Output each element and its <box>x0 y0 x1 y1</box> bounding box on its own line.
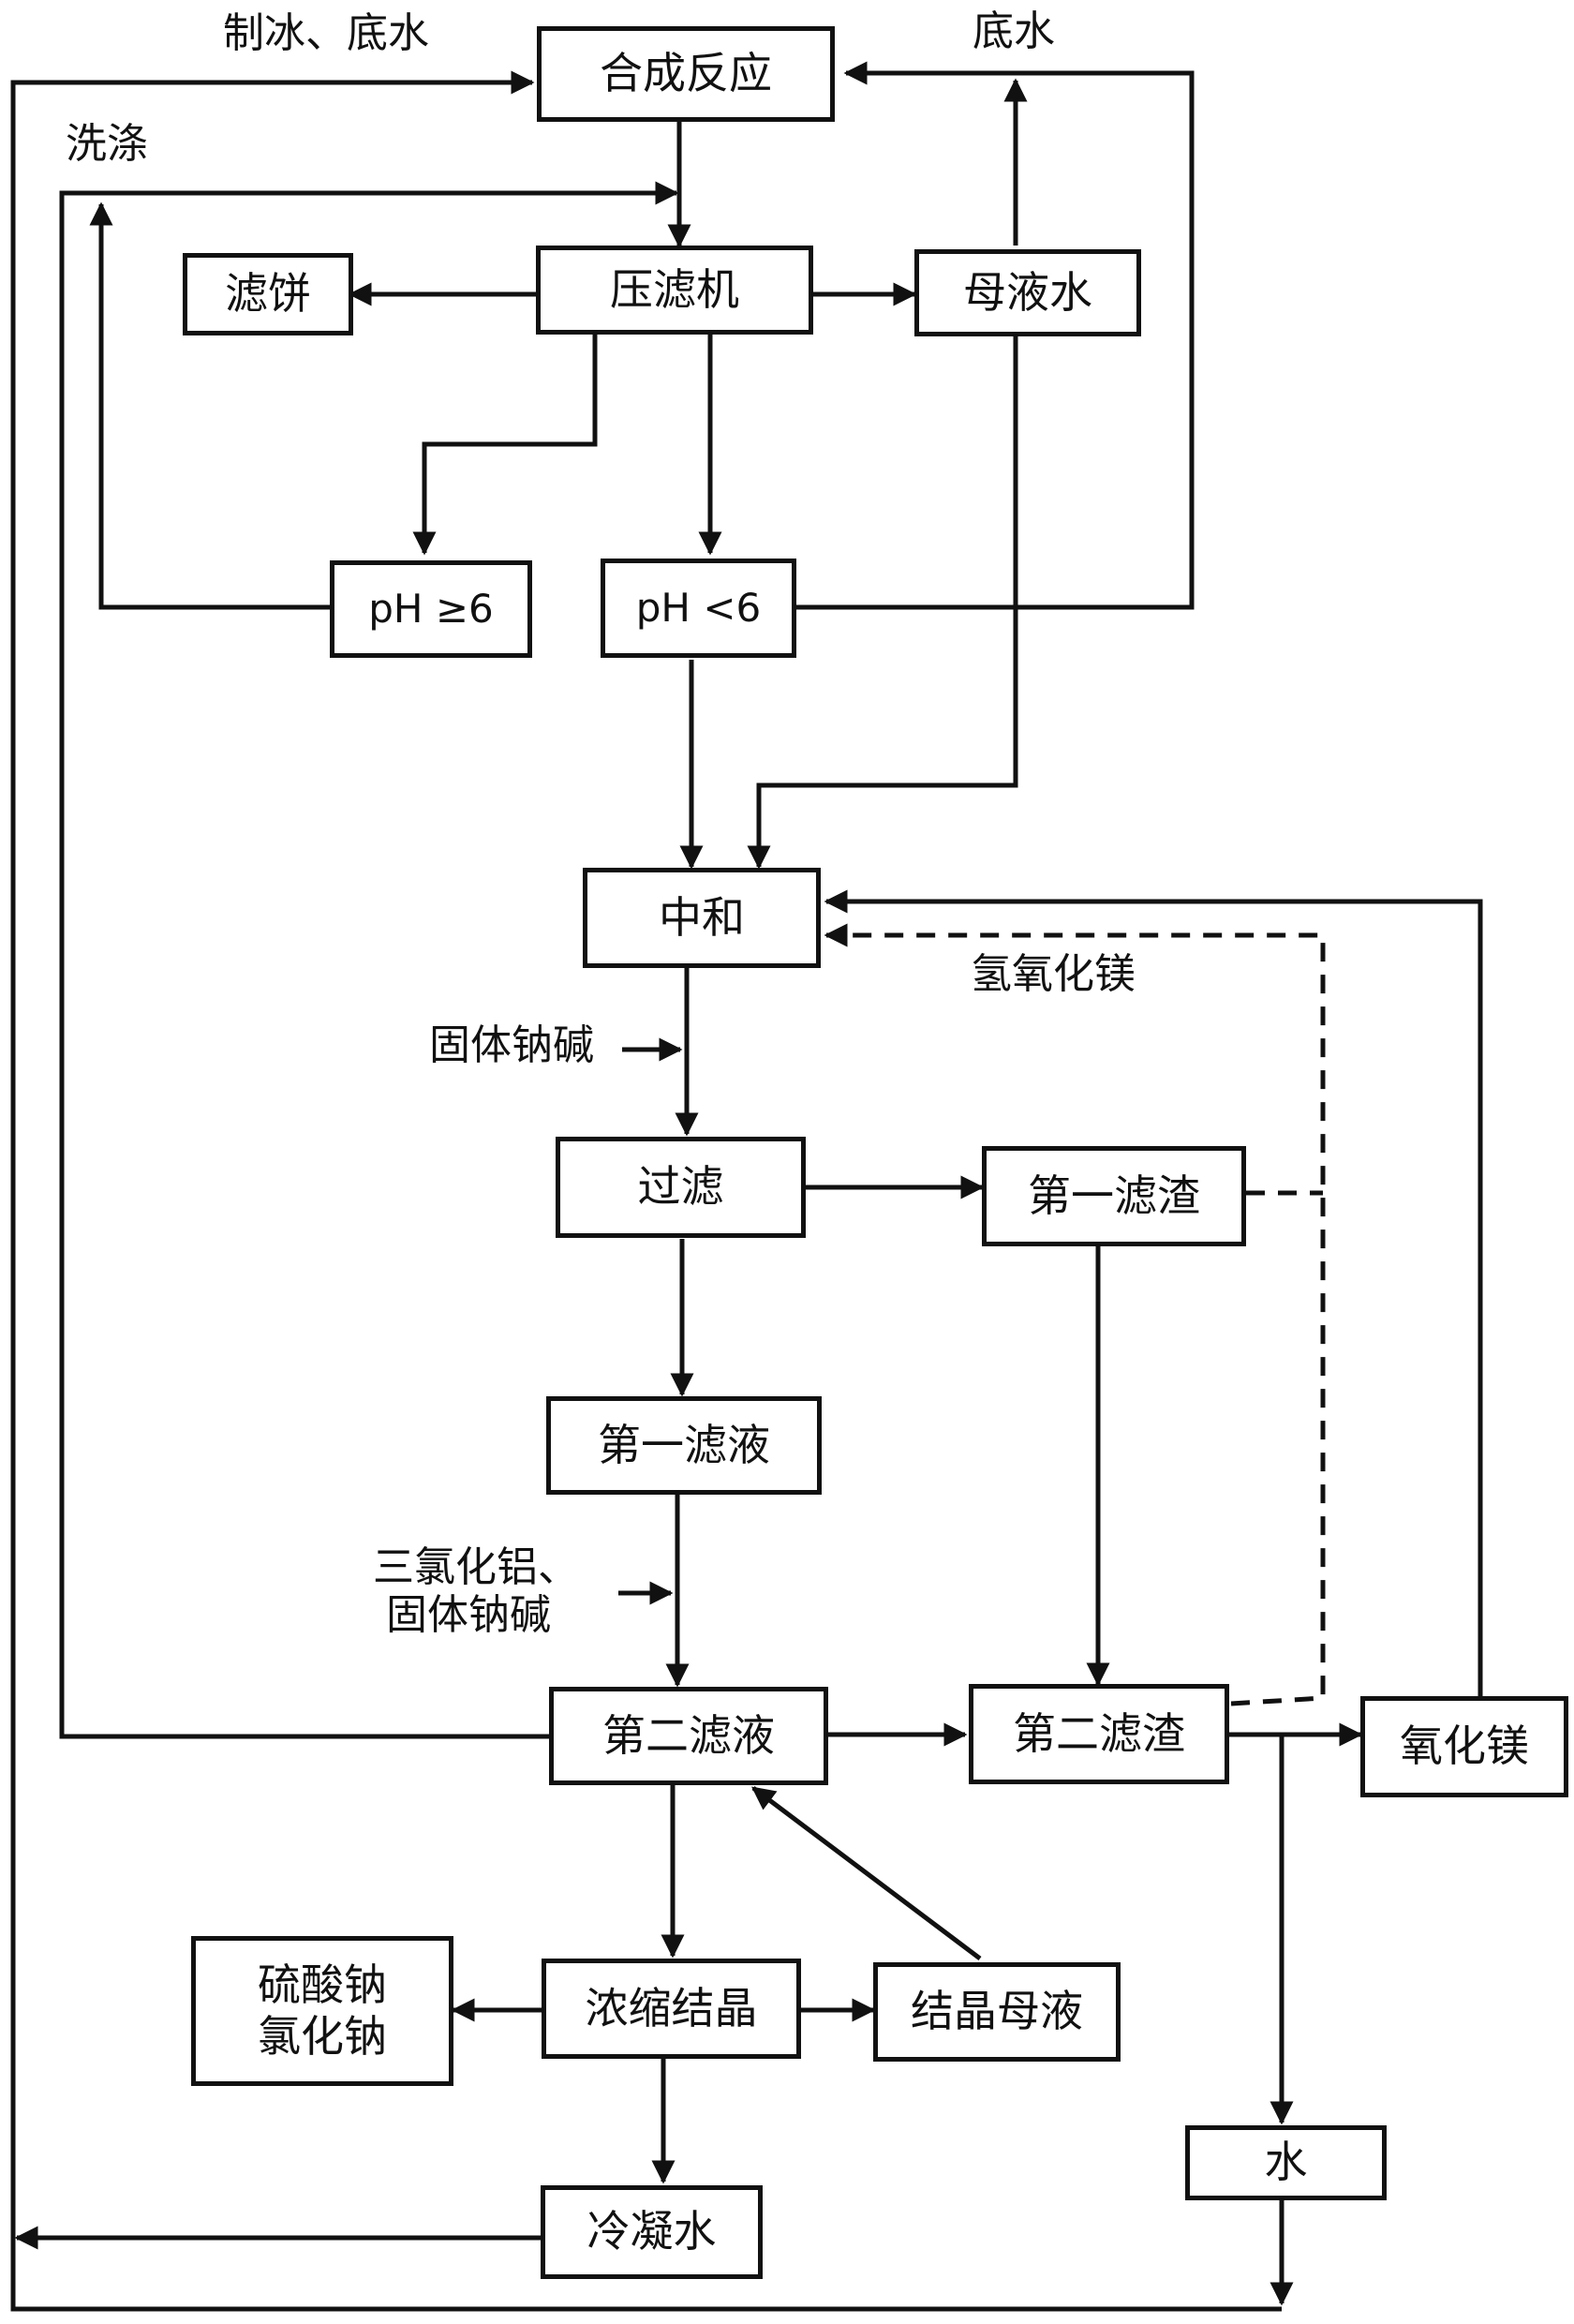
first-filtrate-label: 第一滤液 <box>598 1419 770 1470</box>
alcl3-line: 三氯化铝、 <box>373 1543 579 1591</box>
first-residue-box: 第一滤渣 <box>982 1146 1246 1246</box>
neutralize-label: 中和 <box>659 891 745 943</box>
second-residue-box: 第二滤渣 <box>969 1684 1229 1784</box>
crystallization-box: 浓缩结晶 <box>542 1959 801 2059</box>
condensate-label: 冷凝水 <box>587 2206 717 2257</box>
second-residue-label: 第二滤渣 <box>1013 1707 1185 1759</box>
alcl3-alkali-label: 三氯化铝、 固体钠碱 <box>373 1543 579 1639</box>
ice-bottom-water-label: 制冰、底水 <box>223 9 429 57</box>
dashed-residue2-to-neutralize <box>824 923 1326 1706</box>
synthesis-label: 合成反应 <box>600 48 772 99</box>
condensate-box: 冷凝水 <box>541 2185 763 2279</box>
arrow-phlow-to-synthesis <box>796 61 1195 610</box>
crystal-mother-liquor-box: 结晶母液 <box>873 1962 1121 2062</box>
alkali-line: 固体钠碱 <box>386 1590 551 1639</box>
mother-water-label: 母液水 <box>963 266 1092 318</box>
arrow-press-to-phhigh <box>412 335 598 556</box>
water-box: 水 <box>1185 2125 1387 2200</box>
magnesium-oxide-label: 氧化镁 <box>1400 1721 1529 1772</box>
first-filtrate-box: 第一滤液 <box>546 1396 822 1495</box>
mother-water-box: 母液水 <box>914 249 1141 336</box>
arrow-bottom-return-to-synthesis <box>10 70 1282 2312</box>
salts-box: 硫酸钠 氯化钠 <box>191 1936 453 2086</box>
crystallization-label: 浓缩结晶 <box>585 1982 758 2034</box>
washing-label: 洗涤 <box>66 120 148 168</box>
ph-low-label: pH <6 <box>635 584 762 631</box>
magnesium-hydroxide-label: 氢氧化镁 <box>971 950 1136 998</box>
ph-high-label: pH ≥6 <box>368 585 494 632</box>
sodium-sulfate-label: 硫酸钠 <box>258 1959 387 2010</box>
crystal-mother-liquor-label: 结晶母液 <box>911 1986 1083 2037</box>
arrow-motherliquor-to-filtrate2 <box>751 1786 982 1960</box>
synthesis-box: 合成反应 <box>537 26 835 122</box>
first-residue-label: 第一滤渣 <box>1028 1169 1200 1221</box>
filter-cake-box: 滤饼 <box>183 253 353 335</box>
solid-alkali-label: 固体钠碱 <box>429 1021 594 1069</box>
second-filtrate-label: 第二滤液 <box>602 1709 775 1761</box>
filter-press-box: 压滤机 <box>536 246 813 335</box>
filter-cake-label: 滤饼 <box>225 268 311 320</box>
ph-low-box: pH <6 <box>601 559 796 658</box>
filtration-box: 过滤 <box>556 1137 806 1238</box>
arrow-phhigh-to-washing <box>89 201 330 610</box>
water-label: 水 <box>1264 2137 1308 2188</box>
filtration-label: 过滤 <box>637 1161 724 1213</box>
magnesium-oxide-box: 氧化镁 <box>1360 1696 1568 1797</box>
second-filtrate-box: 第二滤液 <box>549 1687 828 1785</box>
arrow-motherwater-to-neutralize <box>747 335 1018 870</box>
bottom-water-label: 底水 <box>973 7 1055 55</box>
sodium-chloride-label: 氯化钠 <box>258 2011 387 2062</box>
filter-press-label: 压滤机 <box>610 263 739 315</box>
arrow-filtrate2-to-washing <box>59 181 679 1739</box>
neutralize-box: 中和 <box>583 868 821 968</box>
ph-high-box: pH ≥6 <box>330 560 532 658</box>
arrow-mgo-to-neutralize <box>824 889 1483 1696</box>
